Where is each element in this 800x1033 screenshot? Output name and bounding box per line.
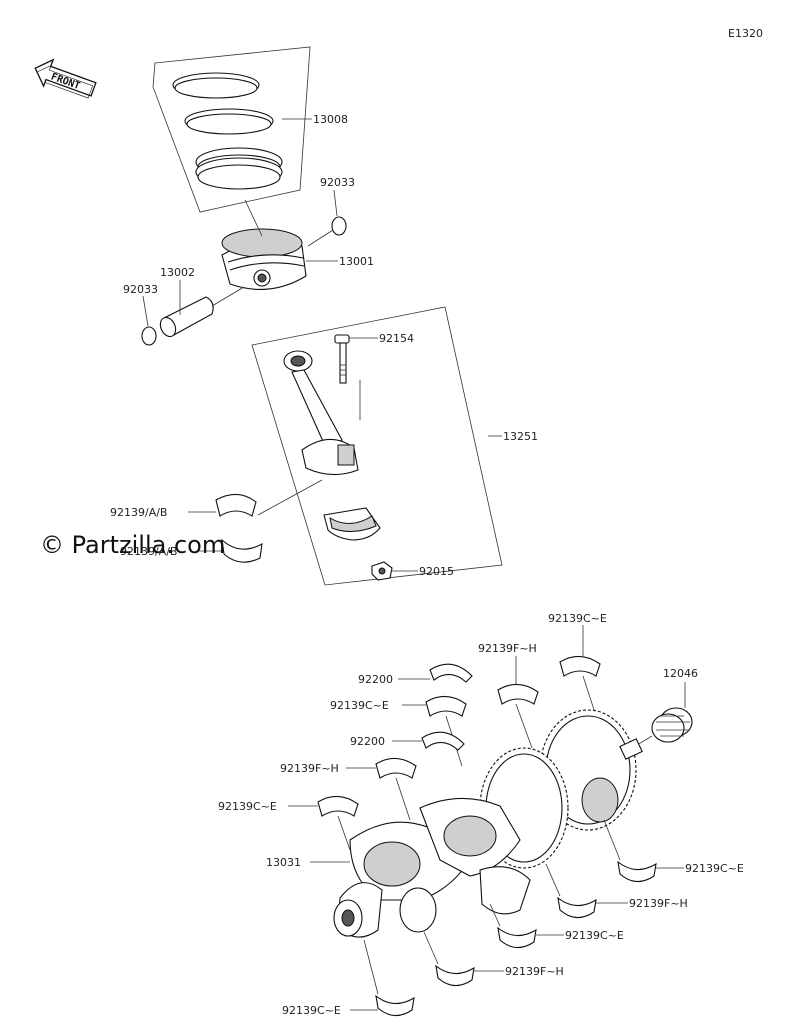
rod-bearing-lower[interactable] [221, 538, 263, 563]
diagram-code: E1320 [728, 27, 763, 40]
label-13008: 13008 [313, 113, 348, 126]
label-13001: 13001 [339, 255, 374, 268]
main-bearing-fh-right-1[interactable] [557, 896, 597, 919]
label-92139ce-top: 92139C~E [548, 612, 607, 625]
main-bearing-fh-2[interactable] [375, 757, 417, 779]
label-92033-upper: 92033 [320, 176, 355, 189]
label-92154: 92154 [379, 332, 414, 345]
connecting-rod-nut[interactable] [371, 561, 393, 581]
label-92200-upper: 92200 [358, 673, 393, 686]
label-92033-lower: 92033 [123, 283, 158, 296]
piston-ring-set[interactable] [152, 46, 311, 213]
rod-bearing-upper[interactable] [215, 493, 257, 517]
connecting-rod-cap[interactable] [323, 507, 381, 541]
main-bearing-fh-right-2[interactable] [435, 964, 475, 987]
thrust-washer-upper[interactable] [429, 663, 473, 683]
connecting-rod-assembly-box [251, 306, 503, 586]
label-92200-lower: 92200 [350, 735, 385, 748]
thrust-washer-lower[interactable] [421, 731, 465, 751]
label-92139ab-1: 92139/A/B [110, 506, 167, 519]
crankshaft[interactable] [333, 709, 643, 938]
label-92139fh-top: 92139F~H [478, 642, 537, 655]
label-92139ce-2: 92139C~E [330, 699, 389, 712]
label-13251: 13251 [503, 430, 538, 443]
main-bearing-ce-2[interactable] [425, 695, 467, 717]
piston-pin[interactable] [157, 286, 245, 339]
main-bearing-ce-bottom[interactable] [375, 994, 415, 1017]
label-13002: 13002 [160, 266, 195, 279]
connecting-rod[interactable] [283, 350, 359, 476]
main-bearing-ce-3[interactable] [317, 795, 359, 817]
watermark: © Partzilla.com [40, 531, 225, 559]
label-92015: 92015 [419, 565, 454, 578]
main-bearing-ce-right-2[interactable] [497, 926, 537, 949]
label-92139ce-right-2: 92139C~E [565, 929, 624, 942]
main-bearing-top-right[interactable] [559, 655, 601, 677]
label-92139ce-3: 92139C~E [218, 800, 277, 813]
main-bearing-ce-right-1[interactable] [617, 860, 657, 883]
front-arrow-icon: FRONT [34, 58, 97, 99]
piston-pin-clip-right[interactable] [331, 216, 347, 236]
label-13031: 13031 [266, 856, 301, 869]
label-92139ce-bottom: 92139C~E [282, 1004, 341, 1017]
label-92139fh-right-2: 92139F~H [505, 965, 564, 978]
label-92139ce-right-1: 92139C~E [685, 862, 744, 875]
piston-pin-clip-left[interactable] [141, 326, 157, 346]
label-92139fh-right-1: 92139F~H [629, 897, 688, 910]
connecting-rod-bolt[interactable] [334, 334, 350, 384]
label-12046: 12046 [663, 667, 698, 680]
main-bearing-fh-top[interactable] [497, 683, 539, 705]
label-92139fh-2: 92139F~H [280, 762, 339, 775]
label-92139ab-2: 92139/A/B [120, 545, 177, 558]
piston[interactable] [221, 228, 307, 290]
needle-bearing[interactable] [651, 707, 693, 743]
